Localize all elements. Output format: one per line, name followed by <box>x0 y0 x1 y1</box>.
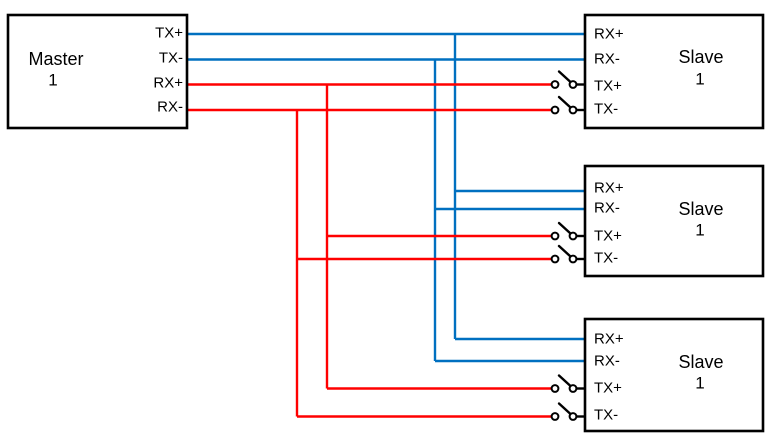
master-port-rxm-label: RX- <box>157 99 183 116</box>
slave3-port-rxp-label: RX+ <box>594 331 624 348</box>
slave3-name-label: Slave <box>678 352 723 372</box>
switch-icon-slave2-txm <box>550 244 586 264</box>
slave3-box: Slave 1 RX+ RX- TX+ TX- <box>583 317 765 433</box>
slave1-port-txp-label: TX+ <box>594 78 622 95</box>
switch-icon-slave1-txp <box>550 70 586 89</box>
master-name-label: Master <box>28 49 83 69</box>
slave1-port-txm-label: TX- <box>594 101 618 118</box>
master-port-rxp-label: RX+ <box>153 75 183 92</box>
slave1-port-rxp-label: RX+ <box>594 26 624 43</box>
slave1-unit-label: 1 <box>695 70 704 89</box>
slave2-unit-label: 1 <box>695 221 704 240</box>
switch-icon-slave3-txm <box>550 402 586 421</box>
master-port-txp-label: TX+ <box>155 25 183 42</box>
slave1-port-rxm-label: RX- <box>594 51 620 68</box>
slave1-name-label: Slave <box>678 47 723 67</box>
slave2-port-txp-label: TX+ <box>594 228 622 245</box>
slave2-port-rxm-label: RX- <box>594 200 620 217</box>
master-port-txm-label: TX- <box>159 50 183 67</box>
switch-icon-slave3-txp <box>550 374 586 393</box>
slave3-port-txm-label: TX- <box>594 407 618 424</box>
tx-wire-bus <box>187 32 585 363</box>
slave1-box: Slave 1 RX+ RX- TX+ TX- <box>583 13 765 130</box>
slave2-box: Slave 1 RX+ RX- TX+ TX- <box>583 164 765 278</box>
master-box-outline <box>6 13 189 130</box>
switch-icon-slave1-txm <box>550 95 586 115</box>
switch-icon-slave2-txp <box>550 221 586 241</box>
slave1-box-outline <box>583 13 765 130</box>
slave2-port-txm-label: TX- <box>594 250 618 267</box>
master-unit-label: 1 <box>48 71 57 90</box>
slave3-port-rxm-label: RX- <box>594 353 620 370</box>
slave2-port-rxp-label: RX+ <box>594 180 624 197</box>
slave3-port-txp-label: TX+ <box>594 380 622 397</box>
slave2-name-label: Slave <box>678 199 723 219</box>
rx-wire-bus <box>187 83 552 418</box>
slave3-unit-label: 1 <box>695 374 704 393</box>
master-box: Master 1 TX+ TX- RX+ RX- <box>6 13 189 130</box>
slave2-box-outline <box>583 164 765 278</box>
slave3-box-outline <box>583 317 765 433</box>
